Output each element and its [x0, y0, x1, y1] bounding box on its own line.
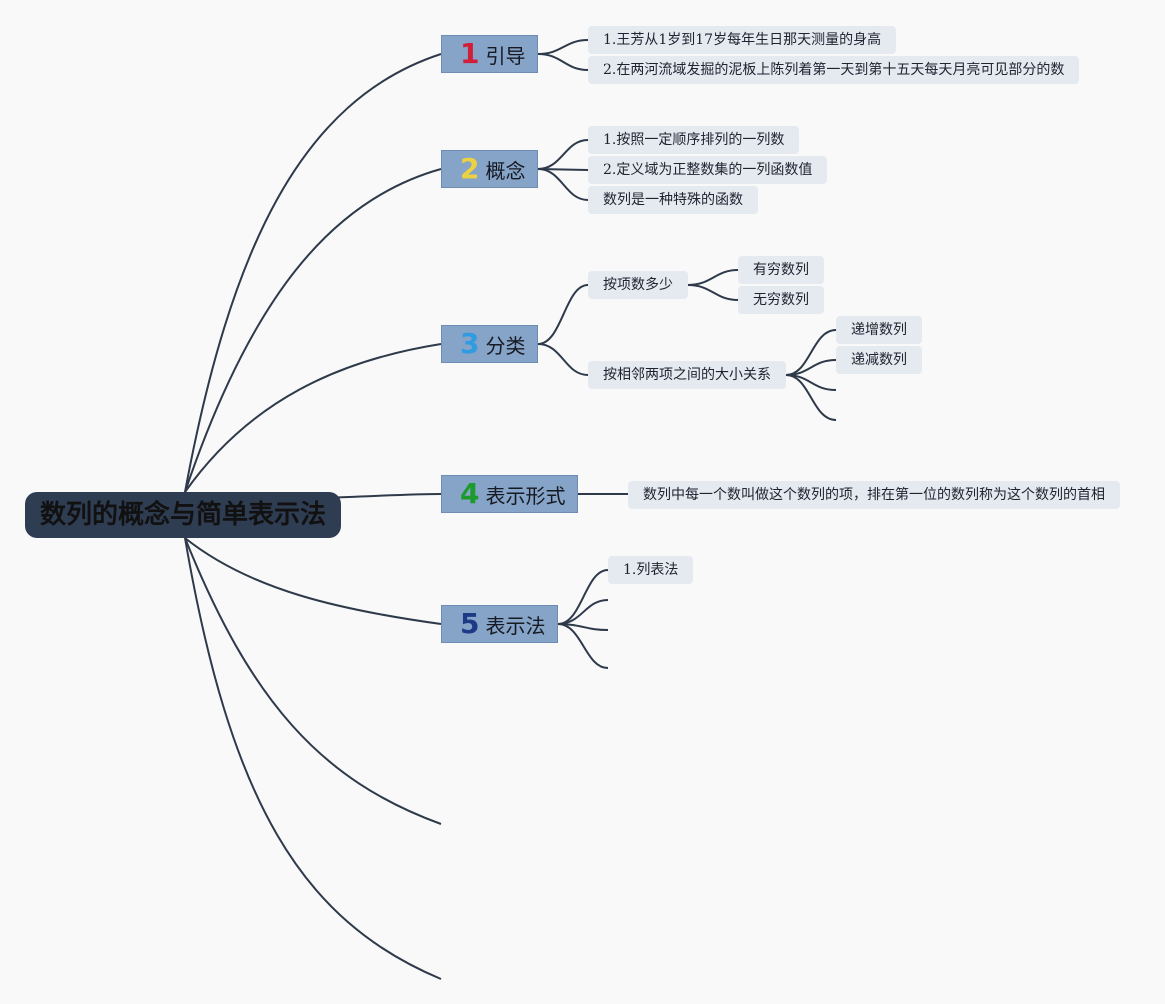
- root-topic[interactable]: 数列的概念与简单表示法: [25, 492, 341, 538]
- branch-2-child-3[interactable]: 数列是一种特殊的函数: [588, 186, 758, 214]
- branch-4-label: 表示形式: [485, 483, 566, 508]
- branch-1-child-1[interactable]: 1.王芳从1岁到17岁每年生日那天测量的身高: [588, 26, 897, 54]
- branch-2-child-1[interactable]: 1.按照一定顺序排列的一列数: [588, 126, 800, 154]
- number-3-icon: 3: [460, 327, 480, 360]
- branch-3-group-1-child-2[interactable]: 无穷数列: [738, 286, 824, 314]
- branch-3-label: 分类: [485, 333, 526, 358]
- branch-5-topic[interactable]: 5 表示法: [441, 605, 558, 643]
- branch-1-label: 引导: [485, 43, 526, 68]
- branch-3-group-1-child-1[interactable]: 有穷数列: [738, 256, 824, 284]
- branch-3-group-2-child-2[interactable]: 递减数列: [836, 346, 922, 374]
- branch-1-topic[interactable]: 1 引导: [441, 35, 538, 73]
- branch-4-child-1[interactable]: 数列中每一个数叫做这个数列的项，排在第一位的数列称为这个数列的首相: [628, 481, 1120, 509]
- branch-2-child-2[interactable]: 2.定义域为正整数集的一列函数值: [588, 156, 828, 184]
- branch-3-group-2[interactable]: 按相邻两项之间的大小关系: [588, 361, 786, 389]
- branch-1-child-2[interactable]: 2.在两河流域发掘的泥板上陈列着第一天到第十五天每天月亮可见部分的数: [588, 56, 1080, 84]
- branch-5-label: 表示法: [485, 613, 546, 638]
- branch-2-label: 概念: [485, 158, 526, 183]
- number-1-icon: 1: [460, 37, 480, 70]
- number-2-icon: 2: [460, 152, 480, 185]
- branch-2-topic[interactable]: 2 概念: [441, 150, 538, 188]
- branch-3-group-2-child-1[interactable]: 递增数列: [836, 316, 922, 344]
- number-4-icon: 4: [460, 477, 480, 510]
- branch-5-child-1[interactable]: 1.列表法: [608, 556, 694, 584]
- branch-4-topic[interactable]: 4 表示形式: [441, 475, 578, 513]
- branch-3-group-1[interactable]: 按项数多少: [588, 271, 688, 299]
- number-5-icon: 5: [460, 607, 480, 640]
- branch-3-topic[interactable]: 3 分类: [441, 325, 538, 363]
